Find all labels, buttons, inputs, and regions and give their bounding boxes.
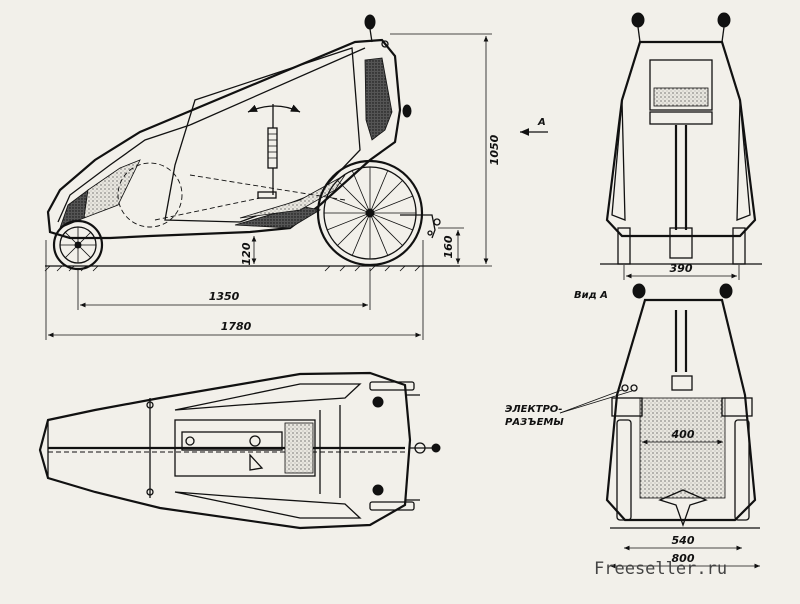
dim-clearance-rear: 160 [438, 227, 464, 264]
side-window-panel [364, 57, 393, 141]
dim-length: 1780 [45, 240, 424, 340]
right-lamp-icon [717, 12, 731, 28]
plan-front-wheels [369, 381, 441, 511]
battery-block [284, 422, 314, 474]
battery-compartment [174, 419, 316, 477]
watermark: Freeseller.ru [594, 559, 727, 579]
view-a-body [605, 298, 757, 522]
mirror-icon [364, 14, 412, 118]
dim-400-label: 400 [671, 428, 695, 441]
ground-line [44, 265, 460, 272]
dim-height: 1050 [390, 33, 501, 267]
dim-120-label: 120 [240, 242, 253, 265]
front-view: 390 [600, 12, 762, 280]
body-shell [46, 38, 402, 240]
left-lamp-icon [631, 12, 645, 28]
front-body [605, 40, 757, 238]
dim-540-label: 540 [672, 534, 695, 547]
dim-160-label: 160 [442, 235, 455, 258]
connectors-label-2: РАЗЪЕМЫ [505, 417, 564, 428]
view-arrow-label: A [537, 117, 546, 128]
dim-390-label: 390 [670, 262, 693, 275]
dim-800-label: 800 [672, 552, 695, 565]
view-a-title: Вид А [574, 290, 608, 301]
hidden-wheel [117, 162, 183, 228]
dim-1780-label: 1780 [221, 320, 252, 333]
dim-clearance-front: 120 [240, 236, 257, 265]
connectors-label-1: ЭЛЕКТРО- [505, 404, 562, 415]
view-a: Вид А ЭЛЕКТРО- РАЗЪЕМЫ 400 540 80 [505, 283, 760, 569]
rear-wheel [52, 219, 104, 271]
dim-1350-label: 1350 [209, 290, 240, 303]
plan-outline [38, 371, 412, 530]
plan-view [38, 371, 441, 530]
front-wheel [316, 159, 424, 267]
steering-pivot [154, 104, 346, 221]
view-arrow-a: A [520, 117, 548, 136]
side-view: 1050 160 120 1350 1780 [44, 14, 548, 340]
dim-height-label: 1050 [488, 134, 501, 165]
dim-wheelbase: 1350 [77, 268, 371, 310]
electrical-connectors: ЭЛЕКТРО- РАЗЪЕМЫ [505, 384, 638, 428]
